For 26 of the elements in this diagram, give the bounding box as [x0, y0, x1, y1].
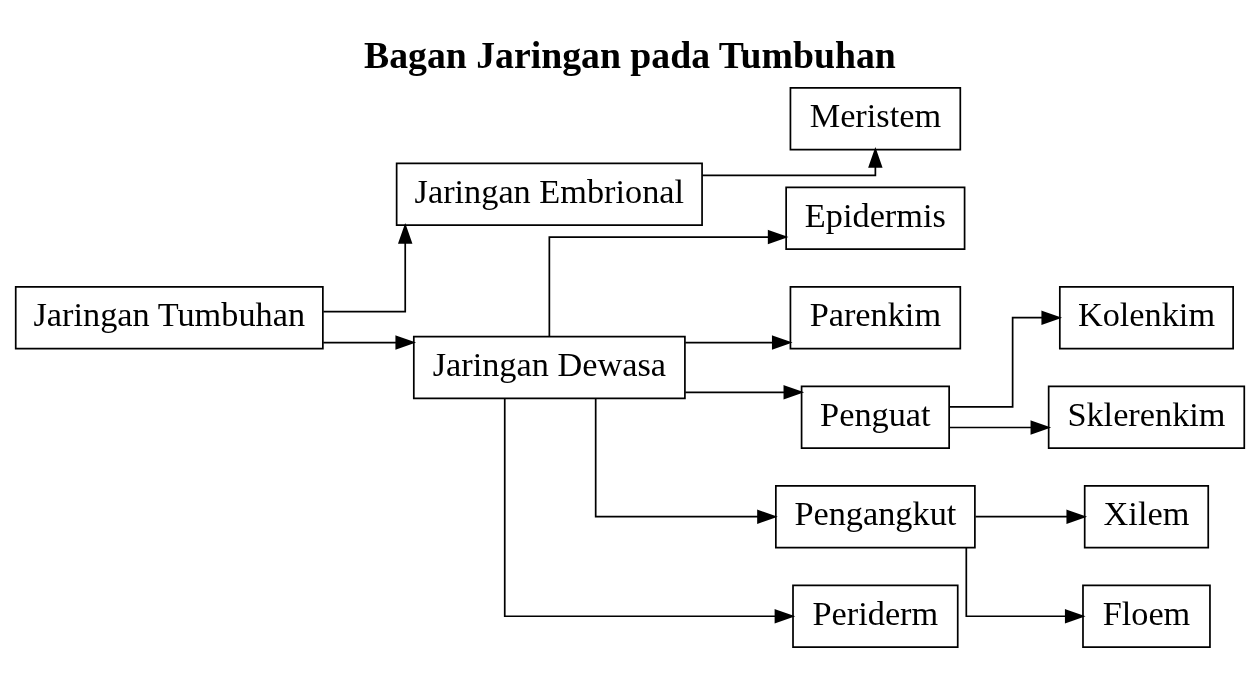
node-box: Parenkim — [789, 285, 962, 349]
node-box: Epidermis — [785, 185, 966, 250]
diagram-title: Bagan Jaringan pada Tumbuhan — [364, 33, 896, 76]
arrow — [701, 146, 883, 176]
arrow — [684, 384, 805, 400]
arrow — [503, 397, 796, 623]
node-box: Penguat — [800, 384, 950, 449]
node-box: Pengangkut — [775, 484, 976, 548]
arrow — [594, 397, 778, 524]
node-box: Kolenkim — [1058, 285, 1234, 349]
node-box: Sklerenkim — [1047, 384, 1246, 449]
node-box: Jaringan Embrional — [395, 161, 703, 226]
node-box: Periderm — [792, 584, 959, 648]
node-box: Jaringan Tumbuhan — [14, 285, 324, 349]
arrow — [948, 309, 1063, 408]
arrow — [965, 546, 1086, 623]
node-box: Xilem — [1083, 484, 1210, 548]
arrow — [322, 334, 417, 350]
arrow — [548, 229, 789, 337]
arrow — [974, 509, 1088, 524]
node-box: Floem — [1082, 584, 1211, 648]
arrow — [948, 419, 1052, 435]
node-box: Meristem — [789, 86, 962, 150]
arrow — [684, 334, 793, 350]
arrow — [322, 222, 413, 313]
node-box: Jaringan Dewasa — [412, 335, 686, 399]
